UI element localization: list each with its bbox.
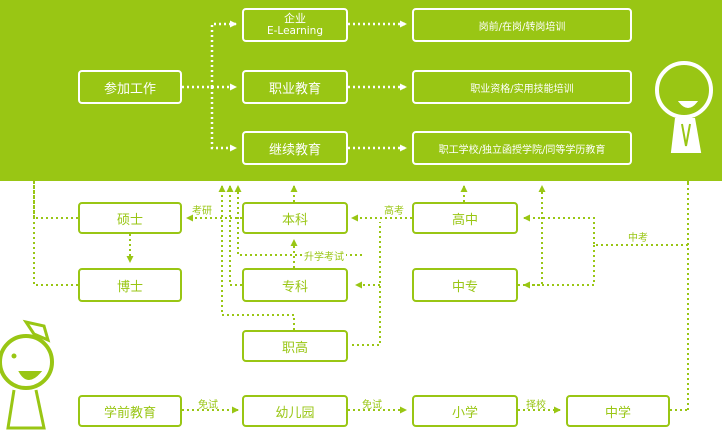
bachelor-label: 本科 [281, 212, 308, 228]
exam-free-label-1: 免试 [198, 400, 218, 411]
junior-college-box: 专科 [242, 268, 348, 302]
doctor-box: 博士 [78, 268, 182, 302]
join-work-label: 参加工作 [103, 81, 156, 97]
middle-school-label: 中学 [604, 405, 631, 421]
edge-midexam-highschool [523, 214, 688, 246]
exam-free-label-2: 免试 [362, 400, 382, 411]
top-green-band [0, 0, 722, 181]
doctor-label: 博士 [116, 279, 143, 295]
edge-left-up-to-work [33, 83, 73, 181]
qualification-training-label: 职业资格/实用技能培训 [470, 83, 574, 95]
kindergarten-label: 幼儿园 [275, 405, 315, 421]
edge-doctor-to-work [33, 181, 78, 286]
edge-master-to-work [33, 181, 78, 219]
upgrade-exam-label: 升学考试 [302, 248, 346, 263]
continuing-education-box: 继续教育 [242, 131, 348, 165]
master-label: 硕士 [116, 212, 143, 228]
secondary-vocational-label: 中专 [451, 279, 478, 295]
elearning-label: E-Learning [266, 25, 323, 37]
vocational-high-box: 职高 [242, 330, 348, 362]
high-school-entrance-exam-label: 中考 [626, 229, 650, 244]
college-entrance-exam-label: 高考 [384, 206, 404, 217]
primary-school-label: 小学 [451, 405, 478, 421]
primary-school-box: 小学 [412, 395, 518, 427]
edge-vocationalhigh-to-college [352, 222, 381, 346]
enterprise-elearning-box: 企业 E-Learning [242, 8, 348, 42]
edge-secondary-to-band [518, 185, 546, 286]
school-selection-label: 择校 [526, 400, 546, 411]
kindergarten-box: 幼儿园 [242, 395, 348, 427]
boy-character-icon [655, 61, 713, 153]
edge-college-to-band [226, 185, 242, 286]
adult-schools-label: 职工学校/独立函授学院/同等学历教育 [438, 144, 606, 156]
edge-midexam-secondary [523, 245, 595, 289]
junior-college-label: 专科 [281, 279, 308, 295]
preschool-label: 学前教育 [103, 405, 156, 421]
high-school-box: 高中 [412, 202, 518, 234]
qualification-training-box: 职业资格/实用技能培训 [412, 70, 632, 104]
enterprise-label: 企业 [284, 12, 306, 25]
middle-school-box: 中学 [566, 395, 670, 427]
continuing-education-label: 继续教育 [268, 142, 321, 158]
vocational-education-label: 职业教育 [268, 81, 321, 97]
edge-vocationalhigh-to-band [218, 185, 295, 330]
secondary-vocational-box: 中专 [412, 268, 518, 302]
edge-branch-continuing [210, 87, 237, 152]
master-box: 硕士 [78, 202, 182, 234]
edge-branch-enterprise [210, 20, 237, 87]
bachelor-box: 本科 [242, 202, 348, 234]
join-work-box: 参加工作 [78, 70, 182, 104]
high-school-label: 高中 [451, 212, 478, 228]
vocational-high-label: 职高 [281, 340, 308, 356]
onjob-training-label: 岗前/在岗/转岗培训 [478, 21, 566, 33]
preschool-box: 学前教育 [78, 395, 182, 427]
vocational-education-box: 职业教育 [242, 70, 348, 104]
girl-character-icon [0, 319, 54, 430]
adult-schools-box: 职工学校/独立函授学院/同等学历教育 [412, 131, 632, 165]
onjob-training-box: 岗前/在岗/转岗培训 [412, 8, 632, 42]
postgraduate-exam-label: 考研 [192, 206, 212, 217]
